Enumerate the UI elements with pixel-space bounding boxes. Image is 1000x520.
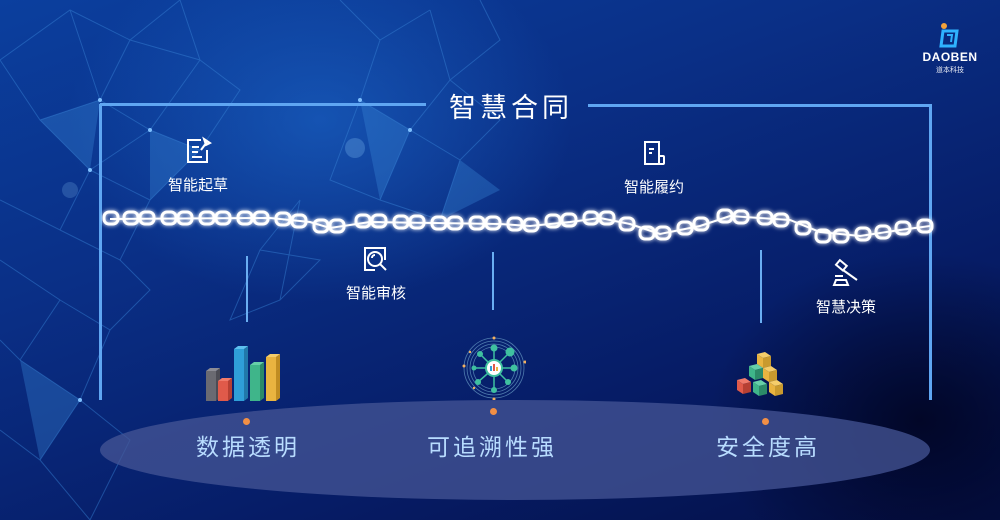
network-node-icon	[462, 336, 526, 400]
feature-smart-performance: 智能履约	[604, 138, 704, 197]
feature-label: 智能审核	[345, 284, 406, 302]
benefit-data-transparency: 数据透明	[196, 435, 300, 461]
frame-line-right	[929, 104, 932, 400]
stacked-cubes-icon	[737, 352, 783, 396]
daoben-logo-icon	[935, 22, 965, 48]
blockchain-chain-icon	[102, 208, 934, 244]
frame-line-top-left	[100, 103, 426, 106]
benefit-high-security: 安全度高	[716, 435, 820, 461]
connector-line	[246, 256, 248, 322]
frame-line-left	[99, 104, 102, 400]
logo-subtitle: 道本科技	[936, 66, 964, 74]
edit-document-icon	[183, 136, 213, 166]
frame-line-top-right	[588, 104, 932, 107]
search-document-icon	[361, 244, 391, 274]
benefits-platform	[100, 400, 930, 500]
connector-line	[760, 250, 762, 323]
gavel-icon	[831, 258, 861, 288]
accent-dot	[243, 418, 250, 425]
feature-label: 智慧决策	[815, 298, 876, 316]
document-scroll-icon	[639, 138, 669, 168]
connector-line	[492, 252, 494, 310]
feature-smart-drafting: 智能起草	[148, 136, 248, 195]
feature-smart-decision: 智慧决策	[796, 258, 896, 317]
feature-label: 智能履约	[623, 178, 684, 196]
logo-brand-text: DAOBEN	[922, 50, 978, 64]
feature-label: 智能起草	[167, 176, 228, 194]
benefit-traceability: 可追溯性强	[427, 435, 557, 461]
bar-chart-3d-icon	[206, 346, 280, 401]
feature-smart-review: 智能审核	[326, 244, 426, 303]
page-title: 智慧合同	[449, 93, 573, 124]
company-logo: DAOBEN 道本科技	[918, 22, 982, 75]
accent-dot	[490, 408, 497, 415]
accent-dot	[762, 418, 769, 425]
